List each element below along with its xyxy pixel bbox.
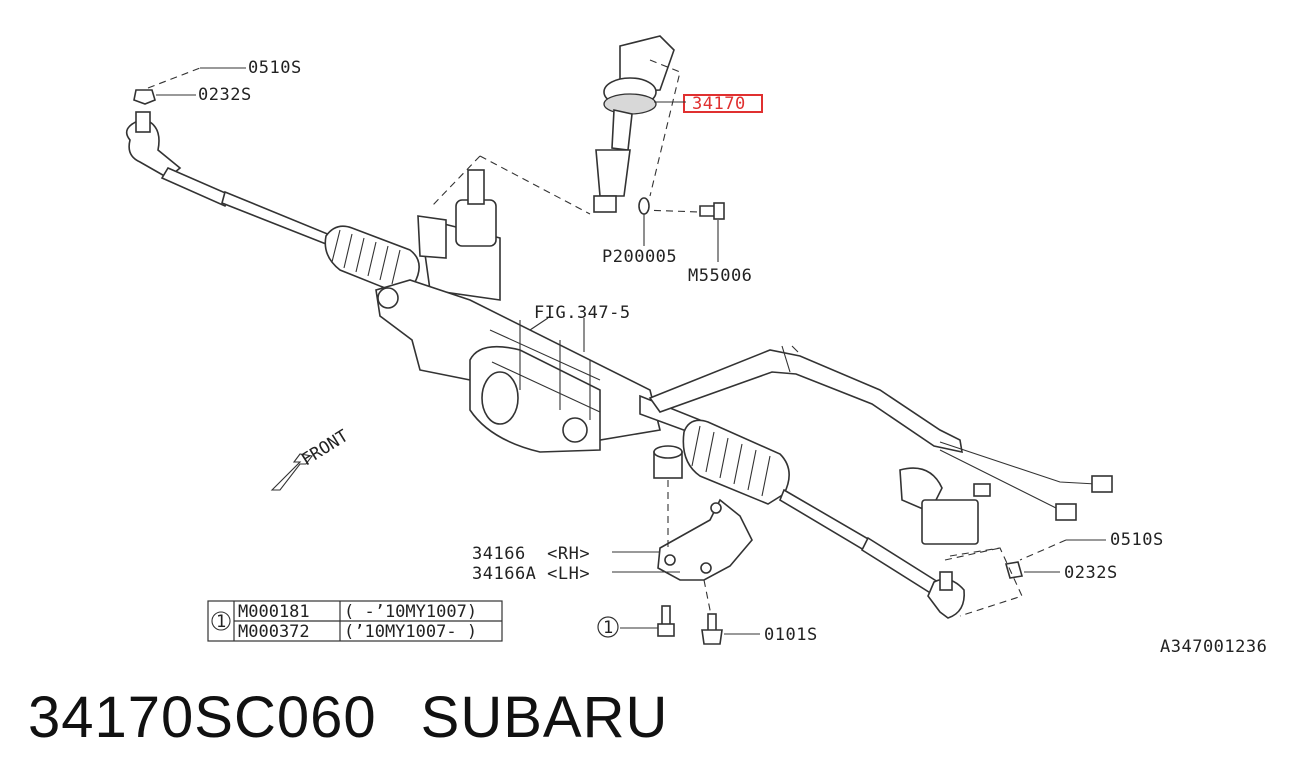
callout-34170: 34170	[692, 94, 746, 114]
callout-m55006: M55006	[688, 266, 752, 286]
svg-text:1: 1	[603, 618, 613, 638]
front-arrow-label: FRONT	[298, 426, 352, 470]
applicability-table: 1 M000181 ( -’10MY1007) M000372 (’10MY10…	[207, 600, 503, 642]
bolt-marker-1	[657, 605, 675, 637]
table-row-1-range: ( -’10MY1007)	[344, 602, 477, 622]
footer-title: 34170SC060 SUBARU	[28, 683, 668, 753]
intermediate-shaft	[593, 35, 675, 213]
wire-harness	[648, 345, 1113, 545]
bolt-0101s	[701, 613, 723, 645]
callout-0101s: 0101S	[764, 625, 818, 645]
callout-p200005: P200005	[602, 247, 677, 267]
callout-0232s-bottom: 0232S	[1064, 563, 1118, 583]
part-number: 34170SC060	[28, 685, 377, 750]
callout-34166a-lh: 34166A <LH>	[472, 564, 590, 584]
highlighted-part-callout[interactable]: 34170	[654, 94, 763, 114]
tie-rod-end-left	[125, 89, 332, 246]
table-marker: 1	[216, 612, 226, 632]
callout-0510s-top: 0510S	[248, 58, 302, 78]
callout-34166-rh: 34166 <RH>	[472, 544, 590, 564]
rack-mount	[653, 445, 683, 479]
callout-fig-ref[interactable]: FIG.347-5	[534, 303, 631, 323]
callout-0232s-top: 0232S	[198, 85, 252, 105]
diagram-code: A347001236	[1160, 637, 1267, 657]
callout-0510s-bottom: 0510S	[1110, 530, 1164, 550]
washer-p200005	[638, 197, 650, 215]
marker-1-circle: 1	[597, 616, 619, 638]
table-row-1-part: M000181	[238, 602, 310, 622]
steering-rack	[324, 169, 965, 619]
table-row-2-range: (’10MY1007- )	[344, 622, 477, 642]
bolt-m55006	[699, 202, 725, 220]
bracket	[657, 498, 753, 581]
table-row-2-part: M000372	[238, 622, 310, 642]
front-arrow-icon: FRONT	[270, 426, 352, 491]
brand-name: SUBARU	[420, 685, 669, 750]
washer-bottom-right	[1004, 561, 1024, 579]
